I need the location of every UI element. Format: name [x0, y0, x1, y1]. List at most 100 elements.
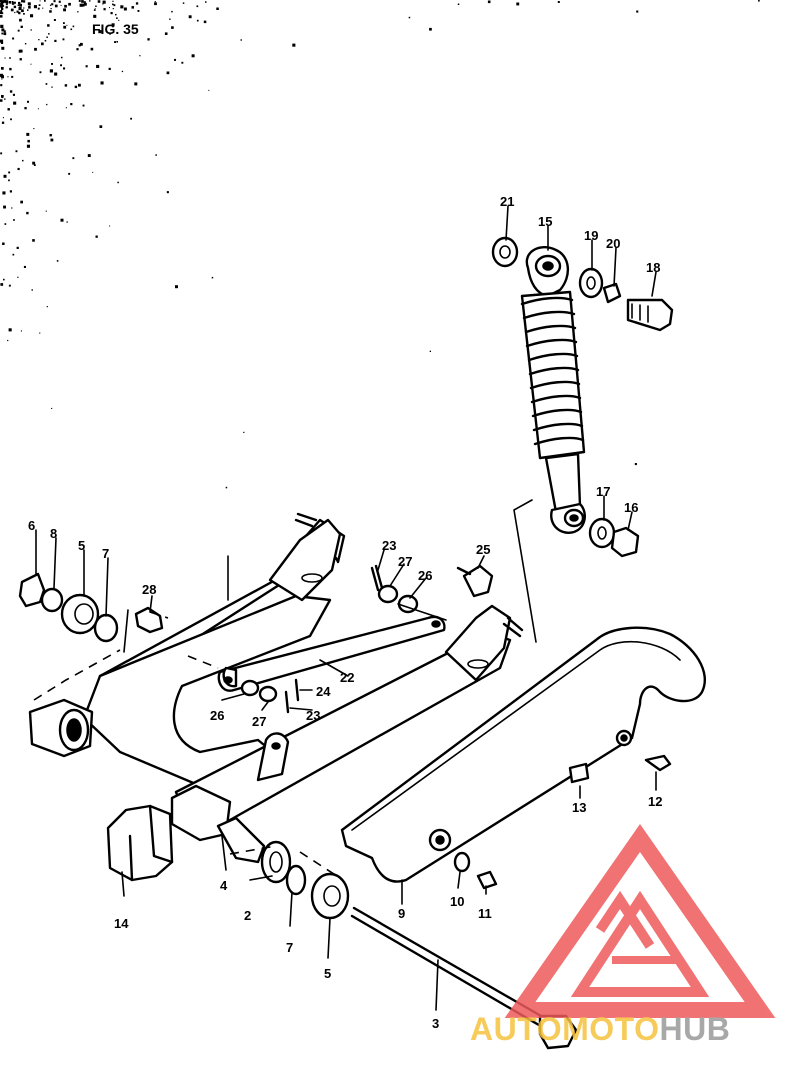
noise-speck [51, 3, 54, 6]
noise-speck [32, 161, 36, 165]
noise-speck [38, 4, 41, 6]
noise-speck [11, 1, 14, 3]
noise-speck [79, 3, 83, 7]
noise-speck [19, 58, 22, 61]
noise-speck [78, 0, 81, 2]
noise-speck [175, 285, 178, 289]
noise-speck [96, 64, 100, 68]
noise-speck [216, 7, 219, 10]
noise-speck [99, 125, 103, 128]
noise-speck [8, 284, 11, 287]
noise-speck [0, 152, 3, 155]
noise-speck [42, 7, 44, 9]
noise-speck [292, 43, 296, 47]
noise-speck [38, 39, 40, 41]
noise-speck [0, 283, 4, 286]
noise-speck [429, 27, 432, 31]
noise-speck [70, 28, 73, 31]
noise-speck [22, 159, 24, 162]
noise-speck [12, 253, 15, 256]
callout-9: 9 [398, 906, 405, 921]
noise-speck [203, 20, 207, 24]
callout-4: 4 [220, 878, 228, 893]
noise-speck [45, 83, 48, 85]
noise-speck [19, 3, 22, 7]
noise-speck [46, 103, 48, 106]
noise-speck [2, 117, 4, 119]
bushing-2 [260, 840, 292, 884]
noise-speck [18, 1, 21, 5]
noise-speck [70, 103, 73, 106]
watermark-logo [504, 824, 776, 1018]
noise-speck [56, 260, 59, 262]
noise-speck [116, 41, 118, 43]
noise-speck [54, 4, 58, 8]
washer-21 [491, 236, 519, 268]
callout-24: 24 [316, 684, 331, 699]
noise-speck [11, 207, 13, 209]
noise-speck [20, 25, 23, 28]
noise-speck [26, 144, 30, 148]
noise-speck [758, 0, 760, 2]
noise-speck [164, 32, 168, 35]
callout-14: 14 [114, 916, 129, 931]
noise-speck [53, 0, 56, 3]
noise-speck [109, 7, 110, 9]
noise-speck [0, 2, 4, 7]
noise-speck [137, 10, 140, 12]
noise-speck [92, 171, 94, 173]
noise-speck [121, 70, 124, 73]
noise-speck [13, 101, 17, 105]
callout-16: 16 [624, 500, 638, 515]
noise-speck [0, 5, 2, 7]
noise-speck [10, 118, 12, 121]
noise-speck [429, 350, 431, 352]
noise-speck [225, 486, 228, 489]
screw-11 [476, 870, 498, 890]
noise-speck [94, 8, 96, 10]
noise-speck [0, 10, 3, 13]
noise-speck [32, 239, 35, 242]
noise-speck [78, 44, 81, 47]
chain-case-hardware [453, 754, 672, 890]
noise-speck [2, 242, 5, 245]
noise-speck [1, 28, 5, 32]
noise-speck [16, 246, 19, 249]
noise-speck [30, 14, 34, 18]
noise-speck [3, 32, 7, 36]
noise-speck [112, 8, 114, 10]
noise-speck [20, 200, 23, 204]
noise-speck [62, 38, 65, 41]
noise-speck [1, 12, 4, 15]
noise-speck [0, 39, 4, 43]
callout-numbers: 6 8 5 7 28 21 15 19 20 18 17 16 23 27 26… [28, 194, 662, 1031]
noise-speck [30, 29, 32, 31]
noise-speck [102, 0, 106, 4]
noise-speck [76, 48, 79, 51]
noise-speck [4, 98, 6, 100]
noise-speck [0, 84, 3, 87]
noise-speck [28, 6, 31, 9]
noise-speck [63, 25, 67, 29]
watermark-text-automoto: AUTOMOTO [470, 1011, 659, 1047]
callout-6: 6 [28, 518, 35, 533]
noise-speck [13, 5, 17, 9]
callout-12: 12 [648, 794, 662, 809]
noise-speck [20, 330, 22, 332]
noise-speck [3, 205, 6, 209]
noise-speck [39, 71, 42, 74]
washer-7-left [93, 613, 119, 643]
noise-speck [6, 2, 8, 4]
watermark-text-hub: HUB [659, 1011, 730, 1047]
callout-25: 25 [476, 542, 490, 557]
noise-speck [112, 3, 114, 6]
noise-speck [114, 41, 116, 43]
left-pivot-hardware [18, 572, 164, 643]
noise-speck [44, 0, 46, 2]
noise-speck [7, 339, 9, 342]
noise-speck [0, 41, 4, 44]
noise-speck [240, 39, 242, 41]
noise-speck [636, 10, 639, 13]
noise-speck [19, 18, 22, 22]
